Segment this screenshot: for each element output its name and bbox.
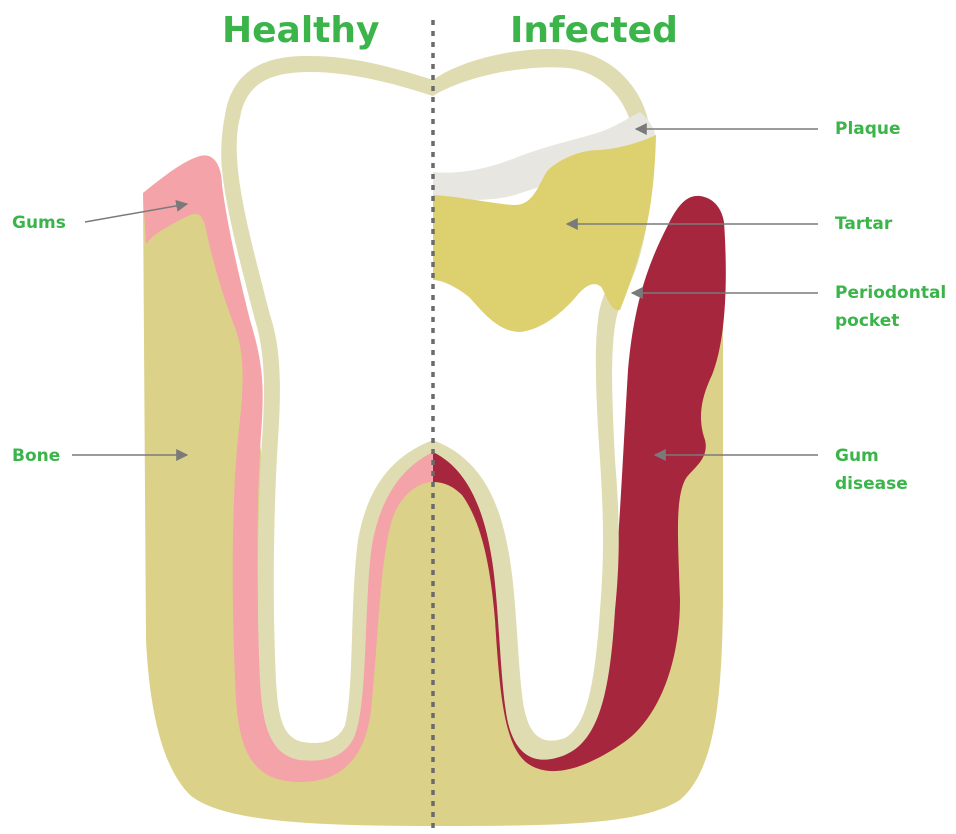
gum-disease-label-line1: Gum	[835, 443, 879, 469]
periodontal-pocket-label-line1: Periodontal	[835, 280, 946, 306]
healthy-heading: Healthy	[222, 6, 367, 56]
plaque-label: Plaque	[835, 116, 901, 142]
periodontal-pocket-label-line2: pocket	[835, 308, 899, 334]
gums-label: Gums	[12, 210, 66, 236]
infected-heading: Infected	[510, 6, 655, 56]
bone-label: Bone	[12, 443, 60, 469]
tartar-label: Tartar	[835, 211, 892, 237]
gum-disease-label-line2: disease	[835, 471, 908, 497]
